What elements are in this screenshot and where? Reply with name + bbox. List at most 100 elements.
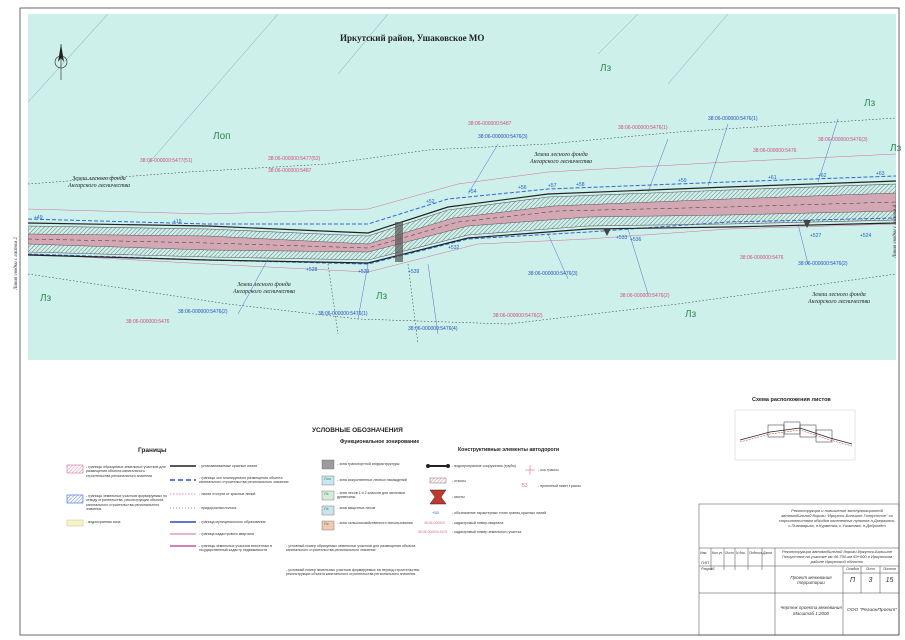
cadastral-number: 38:06-000000:5476 — [753, 148, 797, 154]
stamp-stage: П — [849, 577, 856, 584]
stamp-sheet-title: Чертеж проекта межевания Масштаб 1:2000 — [780, 605, 842, 617]
picket-label: +536 — [630, 237, 642, 243]
legend-item: - откосы — [452, 479, 466, 483]
north-arrow-icon — [54, 44, 68, 80]
zone-code: Лоп — [324, 476, 332, 481]
zone-label: Лз — [376, 291, 388, 302]
picket-label: +529 — [358, 269, 370, 275]
picket-label: +58 — [576, 182, 585, 188]
legend-code: 38:06-000000:5476 — [418, 530, 448, 534]
zone-label: Лз — [685, 309, 697, 320]
picket-label: +54 — [468, 189, 477, 195]
cadastral-number: 38:06-000000:5476(3) — [818, 137, 868, 143]
cadastral-parcel: 38:06-000000:5476(1) — [318, 311, 368, 317]
legend-item: - водоохранная зона — [86, 520, 121, 524]
legend-item: - зона лесов 1 и 2 классов для заготовки… — [337, 491, 405, 500]
stamp-stage-label: Стадия — [845, 567, 860, 571]
zone-label: Лз — [890, 143, 902, 154]
legend-item: - зона сельскохозяйственного использован… — [337, 521, 413, 525]
stamp-object: Реконструкция автомобильной дороги Иркут… — [781, 549, 893, 564]
zone-label: Лз — [600, 63, 612, 74]
legend-item: - зона искусственных лесных насаждений — [337, 478, 407, 482]
cadastral-parcel: 38:06-000000:5476(1) — [708, 116, 758, 122]
cadastral-parcel: 38:06-000000:5476(4) — [408, 326, 458, 332]
legend-item: - линии отступа от красных линий — [199, 492, 256, 496]
zone-code: Лз — [324, 491, 329, 496]
forest-label: Земли лесного фонда Ангарского лесничест… — [530, 152, 593, 165]
picket-label: +533 — [616, 235, 628, 241]
cadastral-number: 38:06-000000:5477(52) — [268, 156, 321, 162]
legend-item: - границы образуемых земельных участков … — [86, 465, 166, 478]
cadastral-number: 38:06-000000:5476 — [126, 319, 170, 325]
red-lines — [27, 180, 897, 264]
map-title: Иркутский район, Ушаковское МО — [340, 33, 485, 43]
forest-label: Земли лесного фонда Ангарского лесничест… — [233, 282, 296, 295]
stamp-header: Подпись — [749, 551, 763, 555]
forest-label: Земли лесного фонда Ангарского лесничест… — [68, 176, 131, 189]
legend-item: - придорожная полоса — [199, 506, 237, 510]
cadastral-parcel: 38:06-000000:5476(3) — [478, 134, 528, 140]
picket-label: +532 — [448, 245, 460, 251]
stamp-role: Разраб. — [701, 566, 716, 571]
cadastral-parcel: 38:06-000000:5476(3) — [528, 271, 578, 277]
cadastral-parcel: 38:06-000000:5476(2) — [178, 309, 228, 315]
zone-code: Лз — [324, 506, 329, 511]
legend-construct-heading: Конструктивные элементы автодороги — [458, 447, 560, 453]
picket-label: +63 — [876, 171, 885, 177]
stamp-sheet: 3 — [868, 577, 873, 584]
picket-label: +49 — [34, 215, 43, 221]
picket-label: +19 — [173, 219, 182, 225]
legend-item: - проектный пикет трассы — [538, 484, 581, 488]
stamp-header: Дата — [763, 551, 772, 555]
cadastral-number: 38:06-000000:5476(1) — [618, 125, 668, 131]
stamp-role: ГИП — [701, 560, 709, 565]
stamp-sheets-label: Листов — [883, 567, 896, 571]
legend-item: - границы земельных участков формируемых… — [86, 494, 167, 511]
map-area: Иркутский район, Ушаковское МО Лз Лоп Лз… — [27, 13, 901, 360]
legend-code: 38:06-000000 — [424, 521, 445, 525]
legend-item: - граница кадастрового квартала — [199, 532, 254, 536]
picket-label: +524 — [860, 233, 872, 239]
picket-label: +59 — [678, 178, 687, 184]
legend-item: - кадастровый номер квартала — [452, 521, 504, 525]
match-line-right: Линия сводки с листом 4 — [893, 204, 898, 258]
cadastral-number: 38:06-000000:5476 — [740, 255, 784, 261]
pink-boundary — [27, 153, 897, 273]
cadastral-number: 38:06-000000:5487 — [268, 168, 312, 174]
legend-item: - ось трассы — [538, 468, 559, 472]
picket-label: +52 — [426, 199, 435, 205]
cadastral-parcel: 38:06-000000:5476(2) — [798, 261, 848, 267]
legend-item: - кадастровый номер земельного участка — [452, 530, 522, 534]
picket-label: +61 — [768, 175, 777, 181]
legend-item: - устанавливаемые красные линии — [199, 464, 258, 468]
scheme-title: Схема расположения листов — [752, 397, 831, 403]
legend-code: 53 — [522, 483, 528, 489]
stamp-drawing: Проект межевания территории — [790, 575, 832, 585]
stamp-sheets: 15 — [885, 577, 894, 584]
picket-label: +539 — [408, 269, 420, 275]
stamp-header: N док. — [736, 551, 746, 555]
legend-item: - зона защитных лесов — [337, 506, 376, 510]
picket-label: +57 — [548, 183, 557, 189]
forest-label: Земли лесного фонда Ангарского лесничест… — [808, 292, 871, 305]
legend-item: - границы земельных участков внесенных в… — [199, 544, 272, 553]
picket-label: +56 — [518, 185, 527, 191]
culvert-marks — [395, 220, 811, 262]
legend-borders-heading: Границы — [138, 447, 167, 454]
legend-item: - условный номер земельных участков форм… — [286, 568, 420, 577]
picket-label: +62 — [818, 173, 827, 179]
diagonal-parcel-lines — [27, 13, 729, 165]
legend-code: +53 — [432, 510, 439, 515]
picket-label: +527 — [810, 233, 822, 239]
zone-label: Лз — [40, 293, 52, 304]
cadastral-number: 38:06-000000:5476(2) — [493, 313, 543, 319]
stamp-project: Реконструкция и повышение эксплуатационн… — [778, 508, 896, 528]
zone-code: Лс — [324, 521, 329, 526]
stamp-header: Лист — [725, 551, 734, 555]
legend-item: - водопропускные сооружения (трубы) — [452, 464, 517, 468]
legend-item: - граница муниципального образования — [199, 520, 266, 524]
legend-functional-heading: Функциональное зонирование — [340, 439, 420, 445]
label-leaders — [237, 118, 839, 335]
legend-item: - мосты — [452, 495, 465, 499]
